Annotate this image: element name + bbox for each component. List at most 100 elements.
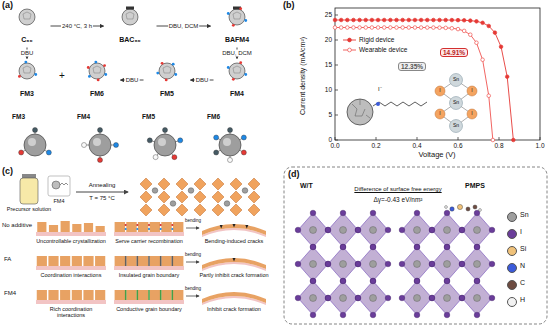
- legend-swatch: [507, 297, 517, 307]
- iodine-atom: [370, 210, 376, 216]
- fullerene-icon: [89, 63, 105, 79]
- substrate: [114, 232, 184, 236]
- atom: [19, 150, 24, 155]
- wearable-curve-marker: [382, 26, 386, 30]
- iodine-atom: [429, 295, 435, 301]
- octahedron: [358, 213, 388, 247]
- iodine-atom: [459, 227, 465, 233]
- row-label: FM4: [4, 290, 16, 297]
- grain: [115, 222, 125, 232]
- tick-label: 0.0: [330, 142, 339, 149]
- wearable-curve-marker: [456, 27, 460, 31]
- rigid-curve-marker: [499, 45, 503, 49]
- grain-boundary: [148, 290, 150, 300]
- bending-arrow: [186, 262, 199, 263]
- caption-text: Uncontrollable crystallization: [36, 238, 106, 244]
- bending-arrow: [186, 296, 199, 297]
- grain: [115, 256, 125, 266]
- adduct-dot: [94, 61, 97, 64]
- legend-text: C: [520, 279, 525, 287]
- caption-text: Inhibit crack formation: [199, 306, 269, 312]
- grain: [72, 256, 82, 266]
- x-tick: [458, 137, 459, 140]
- caption-text: Serve carrier recombination: [114, 238, 184, 244]
- panel-letter: (a): [2, 0, 13, 10]
- legend-text: N: [520, 262, 525, 270]
- grain-boundary: [125, 256, 127, 266]
- grain: [37, 256, 47, 266]
- wearable-curve-marker: [352, 26, 356, 30]
- anthracene-icon: [126, 7, 134, 10]
- rigid-curve-marker: [389, 18, 393, 22]
- wearable-curve-marker: [333, 26, 337, 30]
- molecule-name: FM6: [90, 90, 104, 98]
- tick-label: 25: [325, 11, 332, 18]
- octahedron: [194, 204, 206, 216]
- atom: [172, 155, 177, 160]
- iodine-atom: [355, 295, 361, 301]
- atom-label: I: [439, 88, 440, 94]
- rigid-curve-marker: [432, 18, 436, 22]
- grain: [61, 221, 70, 232]
- iodine-atom: [399, 295, 405, 301]
- molecule-name: FM5: [142, 113, 155, 120]
- tick-label: 0.2: [371, 142, 380, 149]
- fullerene-3d: [219, 134, 241, 156]
- iodine-atom: [414, 244, 420, 250]
- fullerene-icon: [229, 63, 245, 79]
- iodine-atom: [489, 295, 495, 301]
- octahedron: [358, 281, 388, 315]
- adduct-dot: [87, 66, 90, 69]
- molecule-name: C₆₀: [21, 36, 32, 44]
- iodine-atom: [429, 227, 435, 233]
- tin-atom: [450, 120, 463, 133]
- axis-title: Voltage (V): [418, 151, 455, 160]
- plus-sign: +: [59, 70, 65, 82]
- atom: [214, 150, 219, 155]
- caption-text: Bending-induced cracks: [199, 238, 269, 244]
- wearable-curve-marker: [438, 26, 442, 30]
- iodine-atom: [435, 86, 445, 96]
- efficiency-label: 12.35%: [398, 62, 426, 71]
- octahedron: [212, 191, 224, 203]
- octahedron: [140, 191, 152, 203]
- atom-label: Sn: [453, 123, 459, 129]
- arrow-label: bending: [185, 252, 201, 257]
- tick-label: 0.4: [412, 142, 421, 149]
- grain: [173, 290, 183, 300]
- octahedron: [248, 178, 260, 190]
- heading-text: Difference of surface free energy: [354, 186, 441, 193]
- grain-boundary: [148, 256, 150, 266]
- wearable-curve-marker: [419, 26, 423, 30]
- grain: [138, 290, 148, 300]
- atom: [46, 150, 51, 155]
- legend-swatch: [507, 229, 517, 239]
- bent-film: [202, 292, 266, 303]
- iodine-atom: [340, 278, 346, 284]
- iodine-atom: [414, 278, 420, 284]
- rigid-curve-marker: [444, 18, 448, 22]
- rigid-curve-marker: [475, 20, 479, 24]
- highlight: [223, 138, 231, 146]
- y-tick: [335, 15, 338, 16]
- molecule-name: FM3: [12, 113, 25, 120]
- fullerene-3d: [154, 134, 176, 156]
- tin-atom: [474, 295, 481, 302]
- iodine-atom: [474, 278, 480, 284]
- grain: [95, 290, 105, 300]
- adduct-dot: [174, 73, 177, 76]
- atom: [114, 143, 119, 148]
- iodine-atom: [444, 278, 450, 284]
- vial: [20, 178, 38, 204]
- grain: [150, 256, 160, 266]
- iodine-atom: [444, 278, 450, 284]
- rigid-curve-marker: [382, 18, 386, 22]
- grain: [83, 256, 93, 266]
- iodine-atom: [370, 312, 376, 318]
- grain: [60, 290, 70, 300]
- axis-title: Current density (mA/cm²): [299, 37, 307, 115]
- rigid-curve-marker: [395, 18, 399, 22]
- recombination-dot: [125, 224, 127, 226]
- legend-marker: [348, 38, 352, 42]
- grain: [173, 222, 183, 232]
